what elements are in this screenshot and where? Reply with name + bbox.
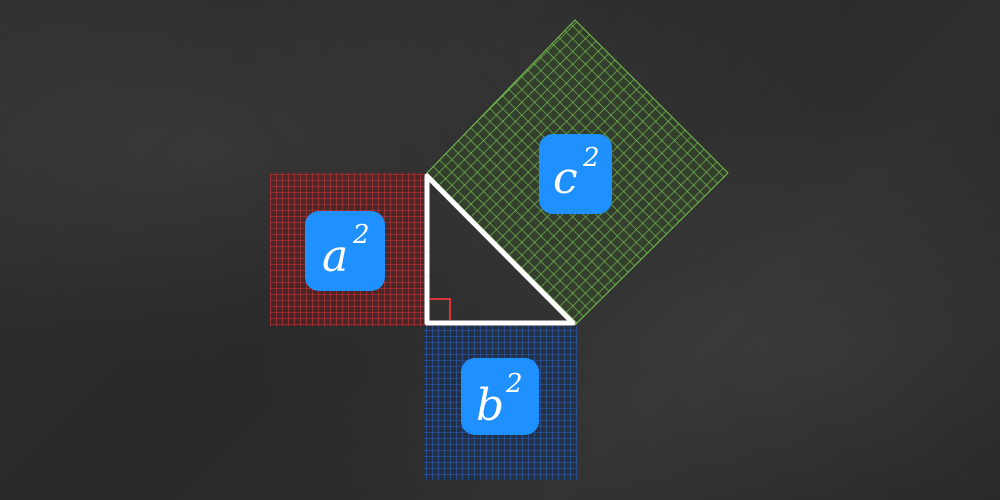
- label-b-squared: b 2: [461, 358, 539, 435]
- label-c-base: c: [553, 153, 578, 204]
- square-b: [424, 326, 577, 480]
- label-a-base: a: [322, 231, 348, 282]
- label-c-exponent: 2: [582, 143, 600, 173]
- label-a-squared: a 2: [305, 211, 385, 291]
- right-triangle: [424, 173, 576, 326]
- label-a-exponent: 2: [352, 220, 370, 250]
- right-angle-marker: [430, 298, 451, 320]
- label-b-base: b: [476, 380, 504, 431]
- label-b-exponent: 2: [505, 369, 523, 399]
- label-c-squared: c 2: [539, 134, 612, 214]
